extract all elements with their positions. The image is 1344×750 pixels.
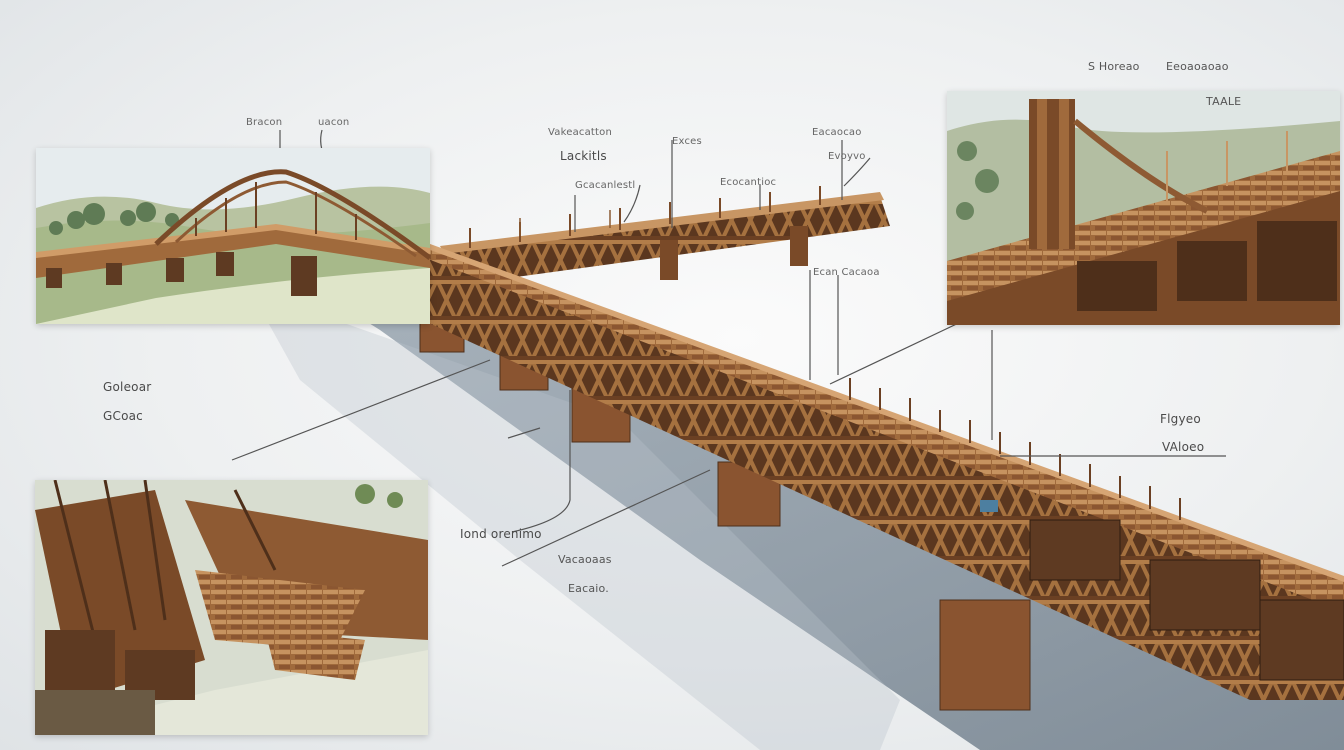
callout-label: Vakeacatton [548,127,613,138]
callout-label: uacon [318,117,350,128]
callout-label: Gcacanlestl [575,180,636,191]
inset-top-right [947,91,1340,325]
upper-bridge-section [440,186,890,286]
callout-label: Flgyeo [1160,412,1201,426]
river-shadow [300,280,1344,750]
main-bridge [270,188,1344,711]
callout-label: S Horeao [1088,60,1140,73]
callout-label: TAALE [1206,95,1242,108]
inset-bottom-left [35,480,428,735]
callout-label: Iond orenimo [460,527,542,541]
callout-label: GCoac [103,409,143,423]
callout-label: Evoyvo [828,151,866,162]
callout-label: Ecocantioc [720,177,777,188]
callout-label: Bracon [246,117,283,128]
callout-label: Eeoaoaoao [1166,60,1229,73]
inset-top-left [36,148,430,324]
callout-label: Vacaoaas [558,553,612,566]
callout-label: Ecan Cacaoa [813,267,880,278]
callout-label: Eacaio. [568,582,609,595]
callout-label: VAloeo [1162,440,1205,454]
callout-label: Eacaocao [812,127,862,138]
callout-label: Goleoar [103,380,152,394]
callout-label: Exces [672,136,702,147]
callout-label: Lackitls [560,149,607,163]
